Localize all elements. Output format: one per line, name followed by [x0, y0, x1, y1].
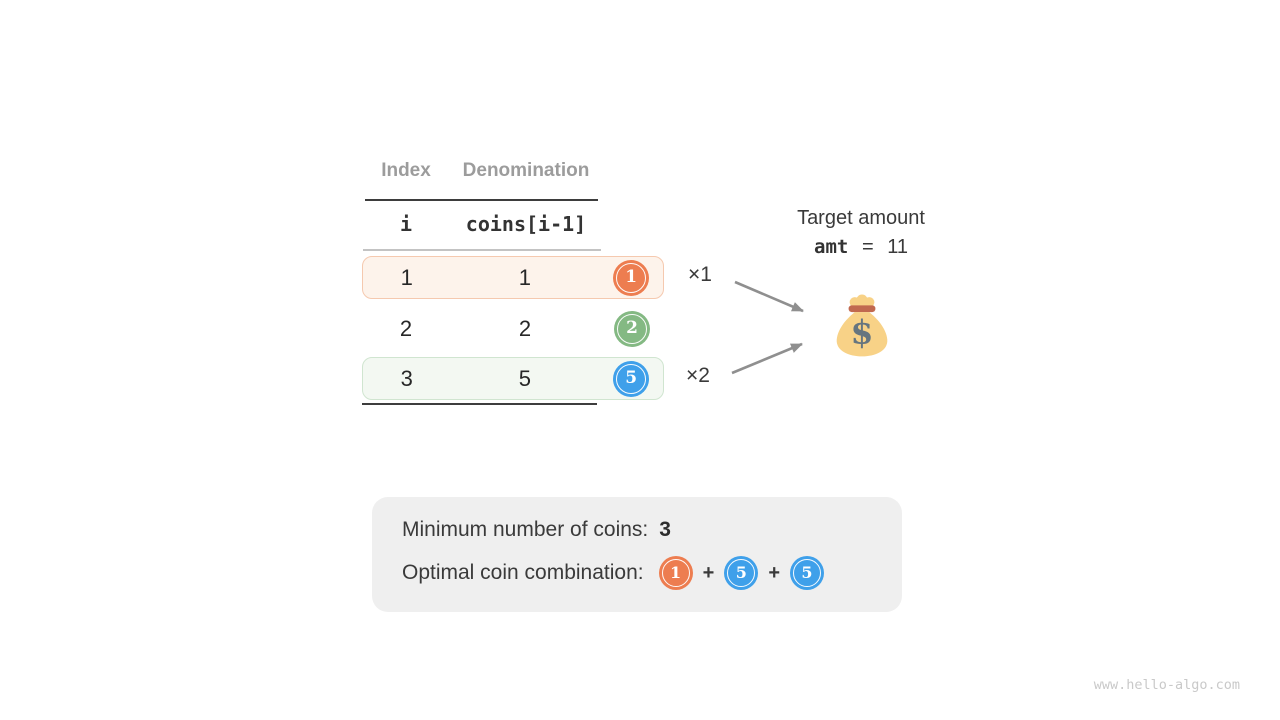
combo-coin-2-value: 5	[735, 563, 747, 582]
arrow-coin5-icon	[731, 342, 803, 375]
svg-text:$: $	[851, 313, 874, 352]
optimal-combo-coins: 1 + 5 + 5	[658, 556, 824, 590]
coin-5-icon: 5	[613, 360, 650, 397]
table-row-1: 1 1 1	[362, 256, 664, 299]
coin-2-value: 2	[626, 318, 638, 338]
row1-index: 1	[400, 264, 413, 290]
optimal-combo-label: Optimal coin combination:	[402, 561, 644, 584]
table-header: Index Denomination	[362, 160, 602, 182]
multiplier-x1-label: ×1	[688, 263, 712, 286]
money-bag-icon: $	[836, 294, 888, 357]
combo-coin-1-value: 1	[670, 563, 682, 582]
denomination-column-header: Denomination	[462, 160, 590, 181]
plus-sign: +	[768, 561, 780, 584]
row2-index: 2	[399, 315, 413, 341]
coin-1-value: 1	[625, 267, 638, 287]
target-amount-title: Target amount	[797, 207, 925, 229]
combo-coin-2-icon: 5	[724, 556, 759, 590]
arrows-to-target	[731, 280, 804, 375]
table-mid-rule	[363, 249, 601, 251]
row1-denomination: 1	[518, 264, 532, 290]
result-summary-panel: Minimum number of coins: 3 Optimal coin …	[372, 497, 902, 612]
arrow-coin1-icon	[734, 280, 804, 313]
row2-denomination: 2	[518, 315, 532, 341]
table-top-rule	[365, 199, 598, 201]
index-variable-label: i	[399, 212, 413, 236]
table-row-2: 2 2 2	[362, 307, 664, 350]
site-watermark: www.hello-algo.com	[1093, 677, 1240, 693]
multiplier-x2-label: ×2	[686, 364, 710, 387]
plus-sign: +	[702, 561, 715, 584]
min-coins-line: Minimum number of coins: 3	[402, 518, 671, 542]
optimal-combo-line: Optimal coin combination: 1 + 5 + 5	[402, 556, 824, 590]
row3-denomination: 5	[518, 365, 532, 391]
coins-array-label: coins[i-1]	[465, 212, 587, 236]
coin-1-icon: 1	[613, 259, 650, 296]
target-amount-value: 11	[887, 236, 908, 258]
table-code-header: i coins[i-1]	[362, 212, 602, 236]
table-row-3: 3 5 5	[362, 357, 664, 400]
combo-coin-1-icon: 1	[658, 556, 693, 590]
coin-2-icon: 2	[614, 310, 650, 347]
coin-5-value: 5	[625, 368, 638, 388]
amt-variable: amt	[814, 236, 849, 258]
target-amount-equation: amt = 11	[741, 236, 981, 259]
index-column-header: Index	[381, 160, 431, 181]
min-coins-label: Minimum number of coins:	[402, 518, 649, 541]
combo-coin-3-value: 5	[801, 563, 813, 582]
row3-index: 3	[400, 365, 413, 391]
equals-sign: =	[861, 236, 874, 258]
combo-coin-3-icon: 5	[790, 556, 824, 590]
target-amount-block: Target amount amt = 11	[741, 207, 981, 259]
min-coins-value: 3	[659, 518, 671, 541]
table-bottom-rule	[362, 403, 597, 405]
